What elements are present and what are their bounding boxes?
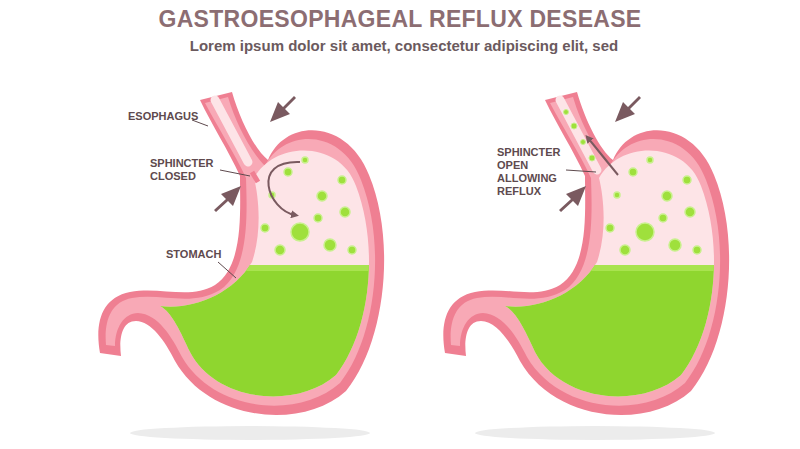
- part-label: SPHINCTER OPEN ALLOWING REFLUX: [497, 146, 563, 198]
- part-label: STOMACH: [166, 248, 226, 261]
- part-label: SPHINCTER CLOSED: [150, 157, 218, 183]
- diagram-title: GASTROESOPHAGEAL REFLUX DESEASE: [0, 6, 800, 33]
- part-label: ESOPHAGUS: [128, 110, 190, 123]
- subtitle: Lorem ipsum dolor sit amet, consectetur …: [4, 37, 800, 54]
